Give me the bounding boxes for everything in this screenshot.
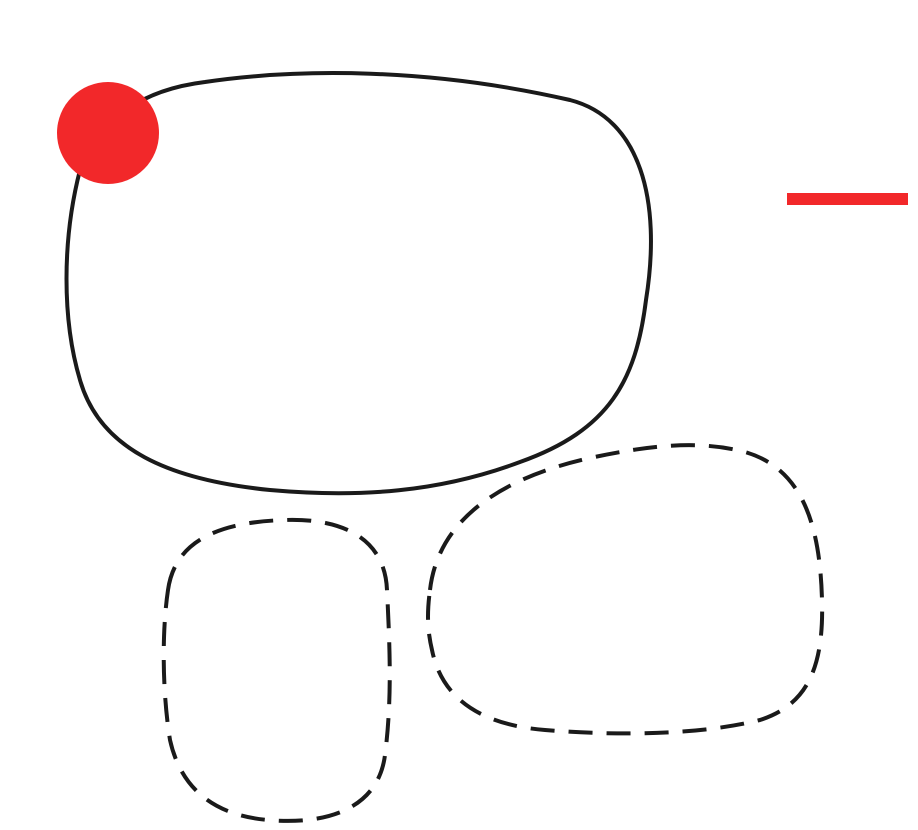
red-dash-marker — [787, 193, 908, 205]
dashed-blob-left-shape — [161, 517, 392, 823]
red-dot-marker — [57, 82, 159, 184]
solid-blob-shape — [64, 71, 653, 496]
dashed-blob-right-shape — [426, 443, 825, 736]
